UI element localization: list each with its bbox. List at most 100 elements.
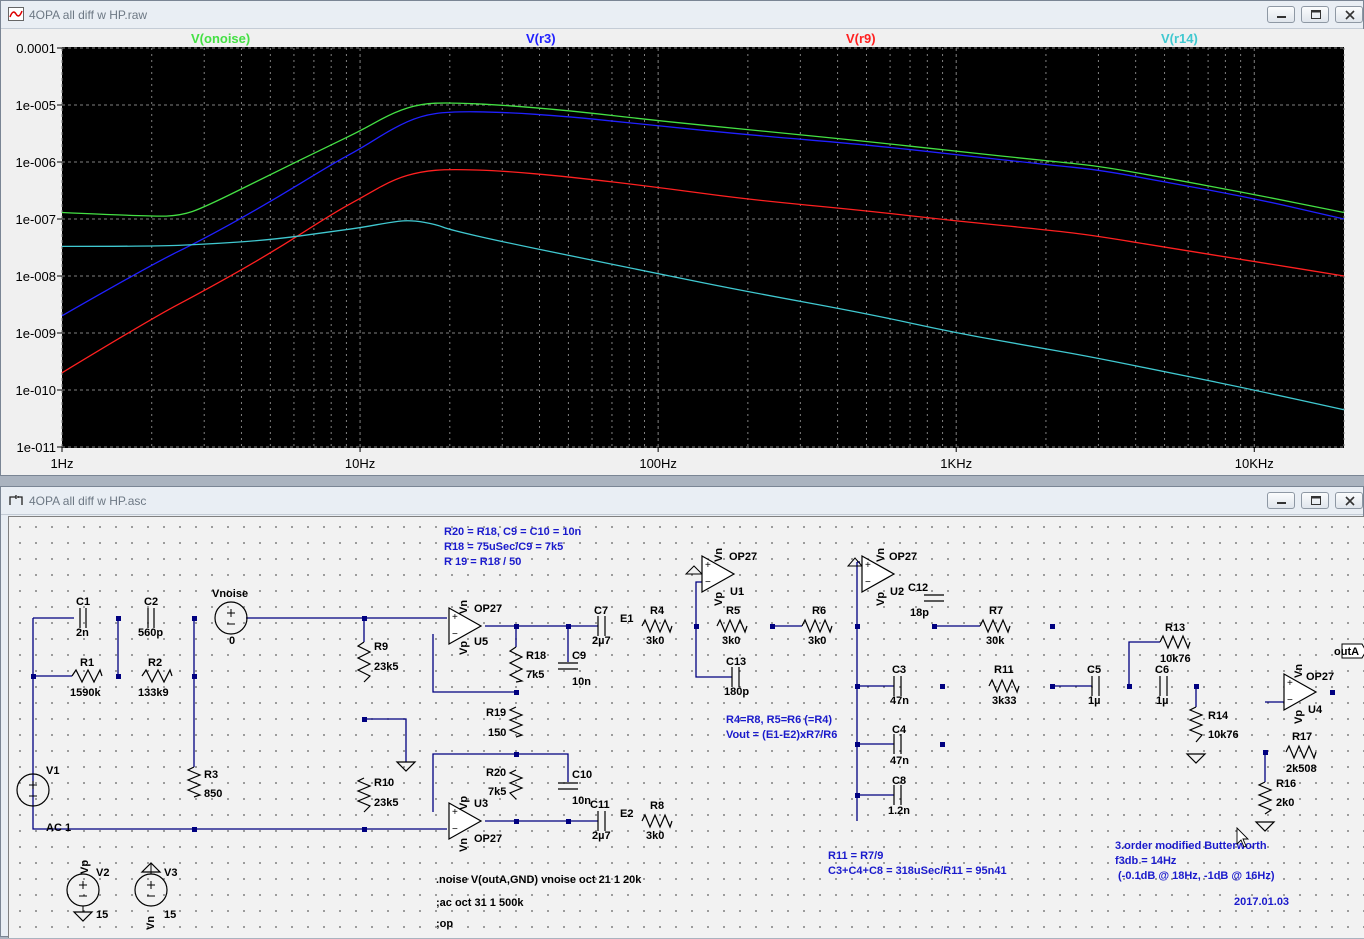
series [61,102,1345,411]
value-r17: 2k508 [1286,763,1317,775]
schematic-canvas[interactable]: + − [8,516,1364,938]
vp-label-v2: Vp [79,860,91,874]
legend-item[interactable]: V(r14) [1161,31,1198,46]
directive-op: ;op [436,918,453,930]
minimize-icon [1277,16,1286,18]
label-r9: R9 [374,641,388,653]
y-tick-label: 1e-008 [16,269,56,284]
y-tick-label: 1e-010 [16,383,56,398]
label-c12: C12 [908,582,928,594]
value-r9: 23k5 [374,661,398,673]
note-butterworth: 3.order modified Butterworth [1115,840,1267,852]
vn-label-u5: Vn [458,600,470,614]
plot-background [62,47,1344,448]
maximize-icon [1311,10,1321,19]
value-v3: 15 [164,909,176,921]
model-u1: OP27 [729,551,757,563]
y-tick-label: 1e-009 [16,326,56,341]
vp-label-u3: Vp [458,796,470,810]
value-c13: 180p [724,686,749,698]
waveform-app-icon [8,7,24,21]
y-tick-label: 1e-006 [16,155,56,170]
label-r1: R1 [80,657,94,669]
y-tick-label: 0.0001 [16,41,56,56]
value-c5: 1µ [1088,695,1100,707]
label-v1: V1 [46,765,59,777]
schematic-maximize-button[interactable] [1301,492,1329,509]
label-r17: R17 [1292,731,1312,743]
supply-labels: Vn Vp Vp Vn Vn Vp Vn Vp Vn Vp Vp Vn [79,548,1305,930]
x-tick-label: 100Hz [639,456,677,471]
waveform-minimize-button[interactable] [1267,6,1295,23]
label-r7: R7 [989,605,1003,617]
series-line-2 [61,168,1345,374]
value-r6: 3k0 [808,635,826,647]
close-icon [1345,496,1355,506]
close-icon [1345,10,1355,20]
note-r18: R18 = 75uSec/C9 = 7k5 [444,541,563,553]
label-c9: C9 [572,650,586,662]
mouse-pointer-icon [1236,826,1250,848]
label-r11: R11 [994,664,1014,676]
schematic-minimize-button[interactable] [1267,492,1295,509]
legend[interactable]: V(onoise) V(r3) V(r9) V(r14) [191,31,1198,46]
schematic-close-button[interactable] [1335,492,1363,509]
value-v2: 15 [96,909,108,921]
legend-item[interactable]: V(onoise) [191,31,250,46]
x-tick-label: 1KHz [940,456,972,471]
waveform-titlebar[interactable]: 4OPA all diff w HP.raw [1,1,1363,29]
label-c7: C7 [594,605,608,617]
vn-label-u1: Vn [713,548,725,562]
net-label-outa: outA [1334,646,1359,658]
value-v1: AC 1 [46,822,71,834]
spice-directives[interactable]: .noise V(outA,GND) vnoise oct 21 1 20k ;… [436,874,642,930]
vn-label-u4: Vn [1293,664,1305,678]
vp-label-u5: Vp [458,641,470,655]
series-line-1 [61,111,1345,317]
label-u4: U4 [1308,704,1323,716]
value-r16: 2k0 [1276,797,1294,809]
label-r8: R8 [650,800,664,812]
schematic-window: 4OPA all diff w HP.asc + − [0,486,1364,938]
schematic-titlebar[interactable]: 4OPA all diff w HP.asc [1,487,1363,515]
value-c4: 47n [890,755,909,767]
value-c12: 18p [910,607,929,619]
waveform-close-button[interactable] [1335,6,1363,23]
net-label-e2: E2 [620,808,633,820]
waveform-maximize-button[interactable] [1301,6,1329,23]
series-line-3 [61,220,1345,411]
junctions [31,616,1335,832]
label-c6: C6 [1155,664,1169,676]
x-tick-label: 10KHz [1235,456,1274,471]
value-r2: 133k9 [138,687,169,699]
sources [16,601,248,912]
label-c5: C5 [1087,664,1101,676]
net-labels: E1 E2 outA [620,613,1359,820]
component-labels: C1 2n C2 560p R1 1590k R2 133k9 Vnoise 0… [46,582,1317,921]
schematic-window-title: 4OPA all diff w HP.asc [29,494,147,508]
noise-chart[interactable]: 0.00011e-0051e-0061e-0071e-0081e-0091e-0… [1,29,1364,475]
model-u4: OP27 [1306,671,1334,683]
model-u5: OP27 [474,603,502,615]
note-ripple: (-0.1dB @ 18Hz, -1dB @ 16Hz) [1118,870,1275,882]
label-r2: R2 [148,657,162,669]
vn-label-v3: Vn [145,916,157,930]
y-tick-label: 1e-007 [16,212,56,227]
vn-label-u2: Vn [875,548,887,562]
value-r5: 3k0 [722,635,740,647]
legend-item[interactable]: V(r9) [846,31,876,46]
label-r16: R16 [1276,778,1296,790]
model-u2: OP27 [889,551,917,563]
legend-item[interactable]: V(r3) [526,31,556,46]
note-r11: R11 = R7/9 [828,850,883,862]
series-line-0 [61,102,1345,217]
value-r18: 7k5 [526,669,544,681]
label-r19: R19 [486,707,506,719]
value-r1: 1590k [70,687,101,699]
schematic-drawing[interactable]: + − [2,488,1364,939]
label-r10: R10 [374,777,394,789]
note-r4-r8: R4=R8, R5=R6 (=R4) [726,714,832,726]
label-v3: V3 [164,867,177,879]
value-r4: 3k0 [646,635,664,647]
